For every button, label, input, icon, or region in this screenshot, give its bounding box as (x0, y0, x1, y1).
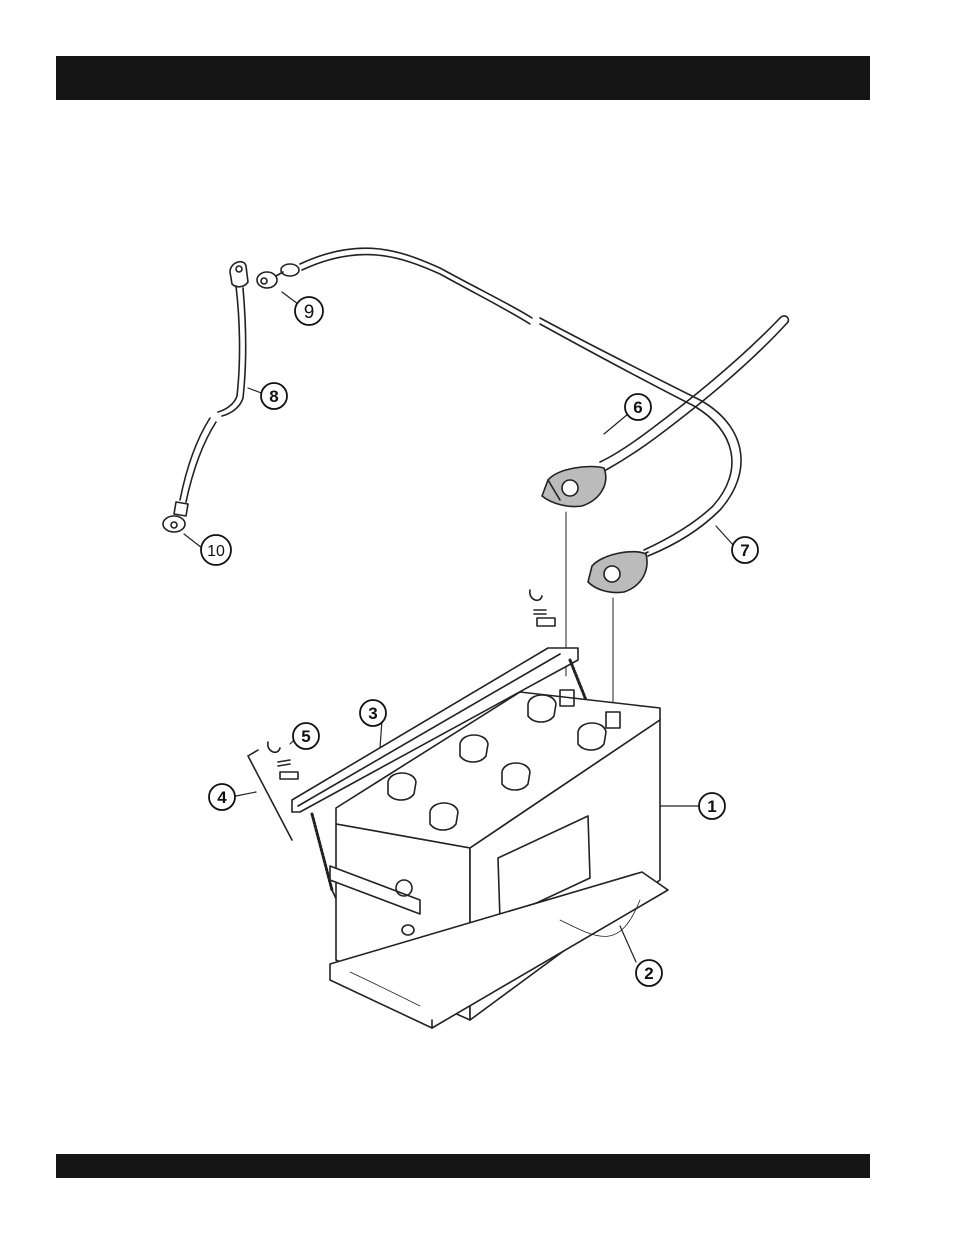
footer-text (56, 1154, 870, 1178)
footer-bar (56, 1154, 870, 1178)
callout-2: 2 (636, 960, 662, 986)
svg-text:2: 2 (644, 964, 653, 983)
cable-9 (257, 248, 741, 556)
svg-text:5: 5 (301, 727, 310, 746)
cable-6 (542, 316, 788, 676)
callout-10: 10 (201, 535, 231, 565)
callout-8: 8 (261, 383, 287, 409)
svg-text:1: 1 (707, 797, 716, 816)
callout-7: 7 (732, 537, 758, 563)
cable-7-terminal (588, 552, 648, 704)
callout-4: 4 (209, 784, 235, 810)
svg-text:3: 3 (368, 704, 377, 723)
svg-text:9: 9 (304, 302, 315, 323)
cable-8 (163, 262, 248, 532)
svg-text:4: 4 (217, 788, 227, 807)
svg-text:7: 7 (740, 541, 749, 560)
callout-1: 1 (699, 793, 725, 819)
svg-text:6: 6 (633, 398, 642, 417)
callout-5: 5 (293, 723, 319, 749)
callout-6: 6 (625, 394, 651, 420)
callout-9: 9 (295, 297, 323, 325)
svg-text:8: 8 (269, 387, 278, 406)
svg-text:10: 10 (207, 543, 225, 560)
callout-3: 3 (360, 700, 386, 726)
